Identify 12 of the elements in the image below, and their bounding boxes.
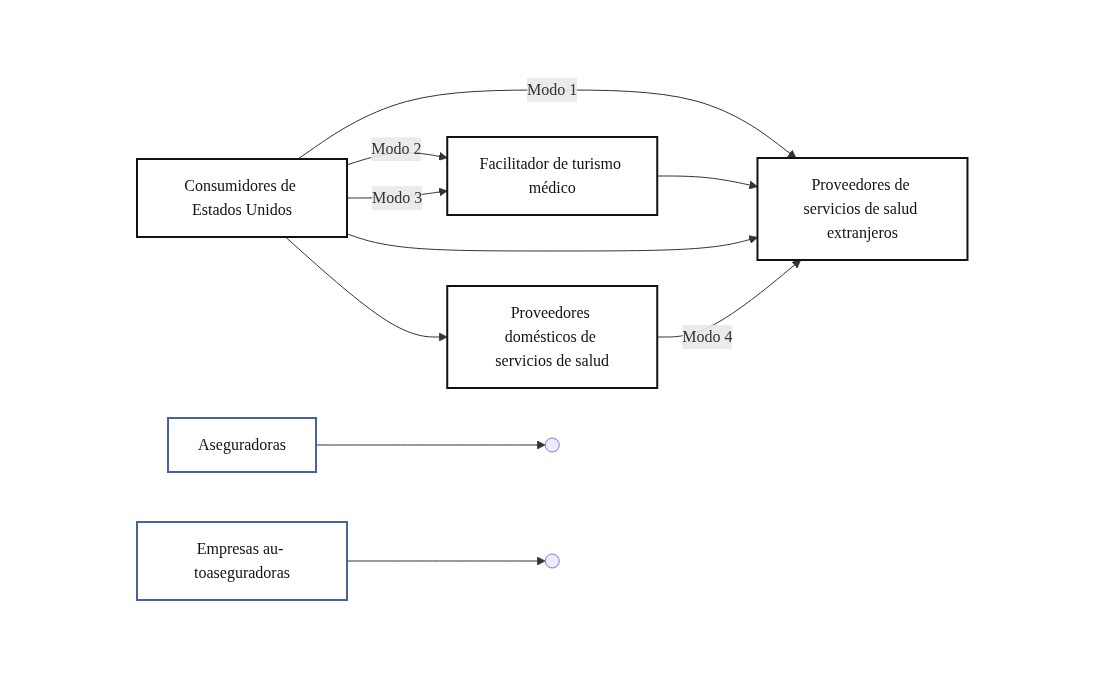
node-box: Empresas au- toaseguradoras xyxy=(136,520,349,601)
arrow xyxy=(297,89,797,159)
node-box: Proveedores de servicios de salud extranjeros xyxy=(756,156,969,261)
node-box: Facilitador de turismo médico xyxy=(446,135,659,216)
arrow xyxy=(285,236,448,341)
edge-label: Modo 4 xyxy=(682,327,733,345)
edge-label: Modo 3 xyxy=(372,188,423,206)
node-box: Consumidores de Estados Unidos xyxy=(136,157,349,238)
edge-label: Modo 1 xyxy=(527,80,578,98)
node-box: Aseguradoras xyxy=(167,416,318,473)
edge-label: Modo 2 xyxy=(371,139,422,157)
node-box: Proveedores domésticos de servicios de salud xyxy=(446,284,659,389)
